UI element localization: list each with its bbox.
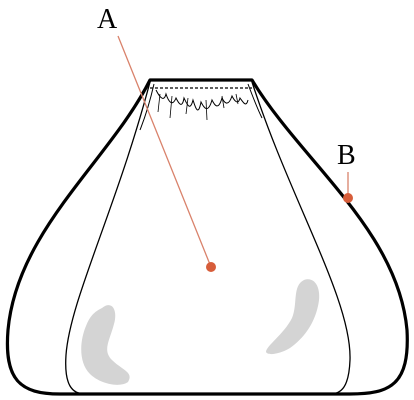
- top-wrinkles: [155, 89, 249, 111]
- leader-line-a: [117, 35, 212, 268]
- marker-b: [343, 193, 353, 203]
- right-shading: [266, 279, 320, 355]
- left-shading: [81, 305, 130, 385]
- label-a: A: [97, 4, 118, 35]
- top-wrinkles-secondary: [157, 93, 239, 121]
- label-b: B: [337, 140, 356, 171]
- inner-fold-lines: [139, 83, 263, 131]
- inner-outline: [65, 81, 351, 395]
- marker-a: [206, 262, 216, 272]
